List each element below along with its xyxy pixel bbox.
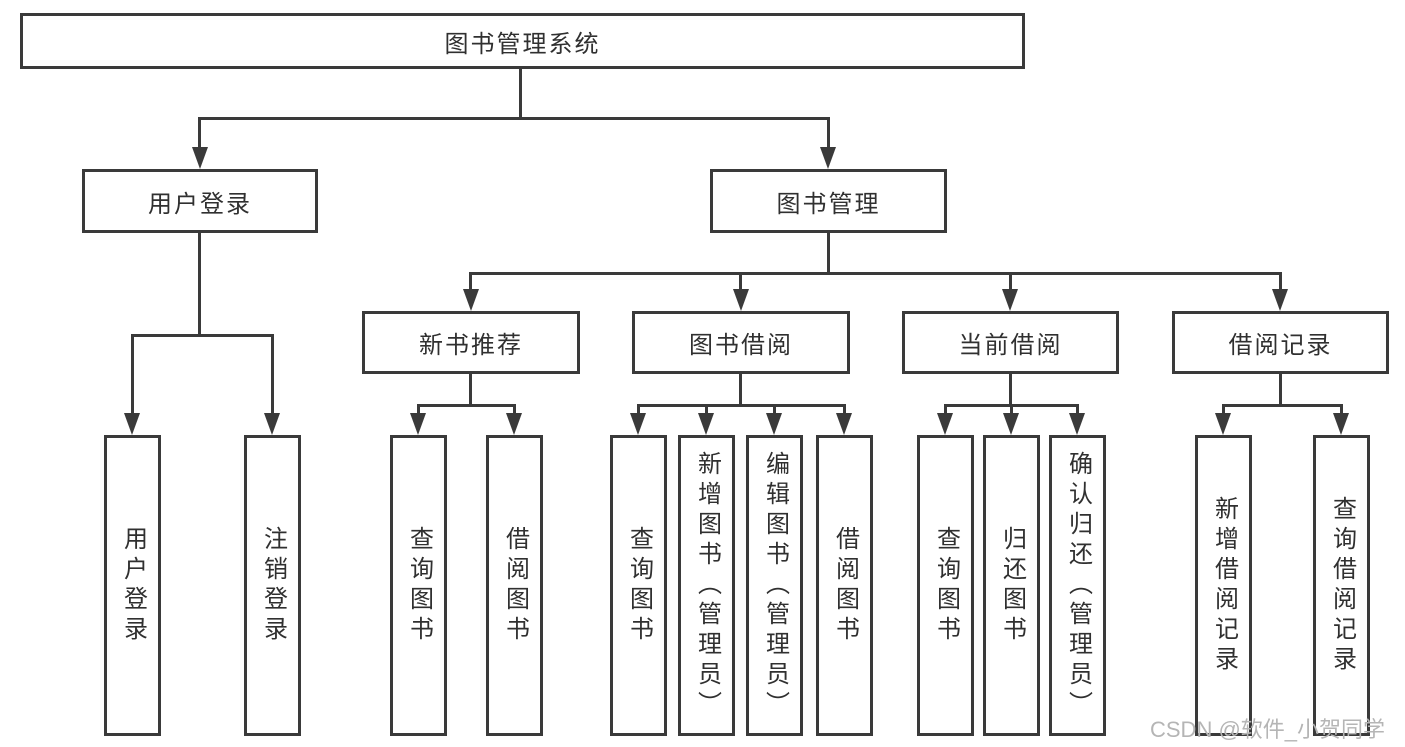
arrow-down-icon [410,413,426,435]
leaf-recommend-query-books-label: 查询图书 [405,525,433,646]
leaf-user-login: 用户登录 [104,435,161,736]
connector-leaf-drop [1340,404,1343,415]
connector-group-drop [1279,272,1282,291]
connector-leaf-drop [773,404,776,415]
leaf-logout: 注销登录 [244,435,301,736]
connector-user-login-stem [198,233,201,336]
connector-leaf-drop [417,404,420,415]
leaf-user-login-label: 用户登录 [119,525,147,646]
arrow-down-icon [463,289,479,311]
arrow-down-icon [506,413,522,435]
node-current-borrow-label: 当前借阅 [958,332,1063,359]
connector-group-stem [1009,373,1012,406]
connector-level2-bus [198,117,830,120]
connector-group-drop [1009,272,1012,291]
leaf-edit-books-admin: 编辑图书（管理员） [746,435,803,736]
leaf-add-borrow-record-label: 新增借阅记录 [1210,495,1238,676]
arrow-down-icon [937,413,953,435]
leaf-confirm-return-admin-label: 确认归还（管理员） [1064,450,1092,721]
connector-level3-bus [470,272,1282,275]
connector-group-drop [469,272,472,291]
arrow-down-icon [1069,413,1085,435]
connector-leaf-drop [944,404,947,415]
connector-leaf-drop [1010,404,1013,415]
connector-leaf-drop [637,404,640,415]
connector-leaf-drop [513,404,516,415]
connector-group-stem [1279,373,1282,406]
arrow-down-icon [124,413,140,435]
node-borrow-records: 借阅记录 [1172,311,1389,374]
node-user-login: 用户登录 [82,169,318,233]
connector-leaf-bus [418,404,516,407]
leaf-add-books-admin-label: 新增图书（管理员） [693,450,721,721]
node-borrow-records-label: 借阅记录 [1228,332,1333,359]
node-current-borrow: 当前借阅 [902,311,1119,374]
connector-book-mgmt-drop [827,117,830,150]
arrow-down-icon [1003,413,1019,435]
leaf-borrow-query-books: 查询图书 [610,435,667,736]
node-book-borrow-label: 图书借阅 [689,332,793,359]
arrow-down-icon [820,147,836,169]
arrow-down-icon [192,147,208,169]
leaf-borrow-books: 借阅图书 [816,435,873,736]
node-user-login-label: 用户登录 [148,190,252,218]
node-root-label: 图书管理系统 [444,30,601,58]
arrow-down-icon [836,413,852,435]
leaf-current-query-books-label: 查询图书 [932,525,960,646]
leaf-logout-label: 注销登录 [259,525,287,646]
leaf-query-borrow-record-label: 查询借阅记录 [1328,495,1356,676]
connector-leaf-bus [637,404,845,407]
leaf-borrow-books-label: 借阅图书 [831,525,859,646]
node-new-book-recommend-label: 新书推荐 [419,332,523,359]
arrow-down-icon [766,413,782,435]
connector-group-drop [739,272,742,291]
leaf-recommend-query-books: 查询图书 [390,435,447,736]
leaf-return-books-label: 归还图书 [998,525,1026,646]
node-root: 图书管理系统 [20,13,1025,69]
node-new-book-recommend: 新书推荐 [362,311,580,374]
arrow-down-icon [698,413,714,435]
arrow-down-icon [264,413,280,435]
connector-user-login-drop [198,117,201,150]
leaf-borrow-query-books-label: 查询图书 [625,525,653,646]
leaf-query-borrow-record: 查询借阅记录 [1313,435,1370,736]
arrow-down-icon [1002,289,1018,311]
leaf-confirm-return-admin: 确认归还（管理员） [1049,435,1106,736]
leaf-recommend-borrow-books: 借阅图书 [486,435,543,736]
connector-book-mgmt-stem [827,233,830,275]
arrow-down-icon [1333,413,1349,435]
leaf-add-books-admin: 新增图书（管理员） [678,435,735,736]
connector-group-stem [469,373,472,406]
arrow-down-icon [733,289,749,311]
connector-leaf-drop [843,404,846,415]
leaf-return-books: 归还图书 [983,435,1040,736]
connector-leaf-drop [705,404,708,415]
arrow-down-icon [630,413,646,435]
node-book-borrow: 图书借阅 [632,311,850,374]
leaf-current-query-books: 查询图书 [917,435,974,736]
arrow-down-icon [1215,413,1231,435]
leaf-edit-books-admin-label: 编辑图书（管理员） [761,450,789,721]
connector-root-stem [519,69,522,120]
node-book-management: 图书管理 [710,169,947,233]
connector-user-login-bus [131,334,274,337]
leaf-add-borrow-record: 新增借阅记录 [1195,435,1252,736]
connector-leaf-drop [1076,404,1079,415]
connector-group-stem [739,373,742,406]
connector-leaf-drop [271,334,274,414]
leaf-recommend-borrow-books-label: 借阅图书 [501,525,529,646]
node-book-management-label: 图书管理 [776,190,881,218]
connector-leaf-bus [1222,404,1343,407]
arrow-down-icon [1272,289,1288,311]
connector-leaf-drop [131,334,134,414]
connector-leaf-drop [1222,404,1225,415]
csdn-watermark: CSDN @软件_小贺同学 [1150,717,1386,742]
